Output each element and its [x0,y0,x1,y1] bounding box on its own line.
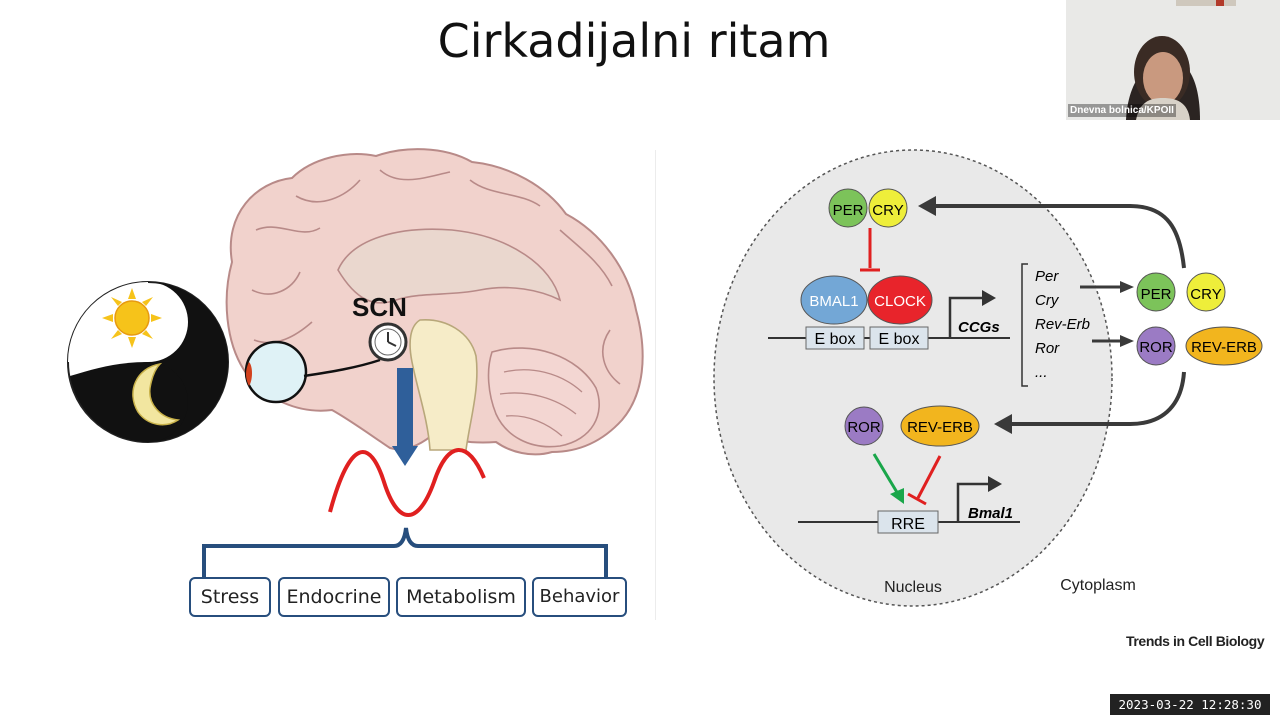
output-label: Stress [200,586,260,608]
output-bracket [202,527,608,578]
moon-icon [132,362,181,426]
bmal1-protein-label: BMAL1 [809,293,858,310]
figure-divider [655,150,656,620]
sun-icon [102,288,162,348]
output-box-metabolism: Metabolism [396,577,526,617]
gene-ellipsis: ... [1035,364,1048,381]
gene-rev-erb: Rev-Erb [1035,316,1090,333]
recording-timestamp: 2023-03-22 12:28:30 [1110,694,1270,715]
webcam-thumbnail[interactable]: Dnevna bolnica/KPOII [1066,0,1280,120]
per-label: PER [833,202,864,219]
output-label: Endocrine [286,586,382,608]
scn-label: SCN [352,292,407,322]
day-night-symbol [67,281,229,443]
nucleus-label: Nucleus [884,579,942,596]
cytoplasm-label: Cytoplasm [1060,577,1136,594]
cry-label: CRY [872,202,903,219]
output-box-stress: Stress [189,577,271,617]
output-label: Metabolism [406,586,516,608]
participant-name: Dnevna bolnica/KPOII [1068,104,1176,117]
scn-figure: SCN [67,148,644,578]
rev-erb-cyto-label: REV-ERB [1191,339,1257,356]
circadian-wave [328,448,486,517]
participant-video [1066,0,1280,120]
clock-icon [368,322,408,362]
gene-ror: Ror [1035,340,1060,357]
output-label: Behavior [539,586,620,607]
ror-nuc-label: ROR [847,419,881,436]
per-cyto-label: PER [1141,286,1172,303]
gene-cry: Cry [1035,292,1060,309]
output-box-endocrine: Endocrine [278,577,390,617]
ccgs-label: CCGs [958,319,1000,336]
rre-label: RRE [891,516,925,533]
figure-credit: Trends in Cell Biology [1126,633,1265,649]
gene-per: Per [1035,268,1059,285]
output-box-behavior: Behavior [532,577,627,617]
bmal1-gene-label: Bmal1 [968,505,1013,522]
eye-icon [244,340,308,404]
cry-cyto-label: CRY [1190,286,1221,303]
clock-protein-label: CLOCK [874,293,926,310]
ror-cyto-label: ROR [1139,339,1173,356]
slide-title: Cirkadijalni ritam [437,14,831,68]
rev-erb-nuc-label: REV-ERB [907,419,973,436]
ebox-2-label: E box [879,331,920,348]
ebox-1-label: E box [815,331,856,348]
nucleus-boundary [713,149,1113,607]
